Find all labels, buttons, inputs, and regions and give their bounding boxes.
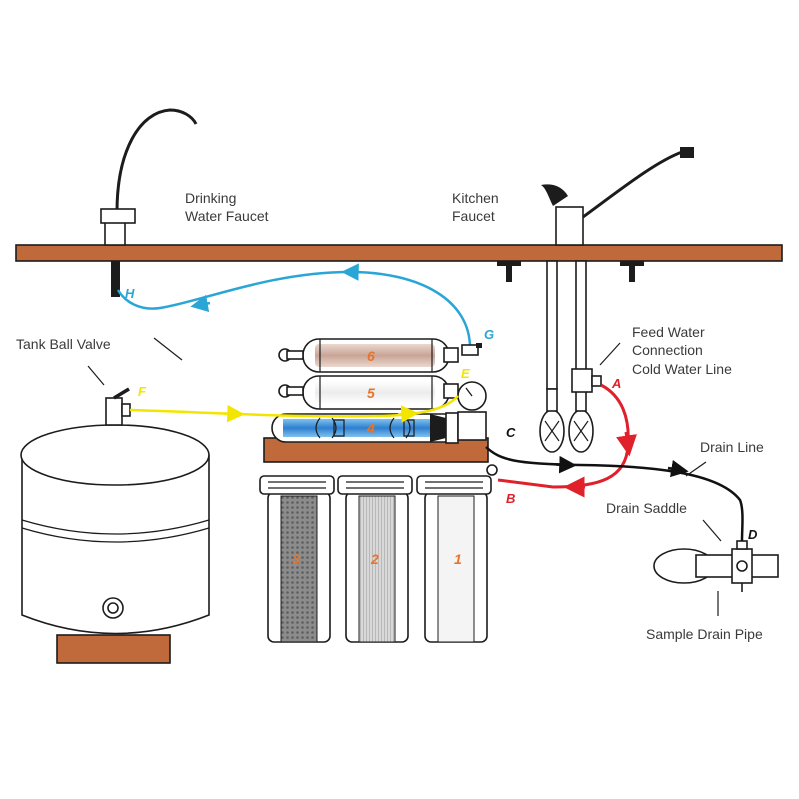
pointer-ball-valve bbox=[87, 365, 105, 386]
point-c: C bbox=[506, 425, 516, 440]
point-b: B bbox=[506, 491, 515, 506]
stage-5-number: 5 bbox=[367, 385, 375, 401]
label-kitchen-faucet-line2: Faucet bbox=[452, 208, 495, 224]
stage-6-number: 6 bbox=[367, 348, 375, 364]
drinking-water-faucet bbox=[100, 108, 198, 297]
label-feed-water-line2: Connection bbox=[632, 342, 703, 358]
drain-line-tube bbox=[485, 446, 744, 542]
label-feed-water-line3: Cold Water Line bbox=[632, 361, 732, 377]
stage-2-canister bbox=[337, 475, 413, 643]
point-a: A bbox=[611, 376, 621, 391]
pointer-drain-line bbox=[685, 461, 707, 477]
mounting-bolt-right bbox=[620, 261, 644, 282]
point-h: H bbox=[125, 286, 135, 301]
label-drain-line: Drain Line bbox=[700, 439, 764, 455]
point-d: D bbox=[748, 527, 758, 542]
label-drinking-faucet-line2: Water Faucet bbox=[185, 208, 269, 224]
kitchen-faucet bbox=[539, 147, 694, 453]
label-kitchen-faucet-line1: Kitchen bbox=[452, 190, 499, 206]
stage-1-number: 1 bbox=[454, 551, 462, 567]
tank-line-tube bbox=[129, 395, 459, 418]
label-drinking-faucet-line1: Drinking bbox=[185, 190, 236, 206]
point-g: G bbox=[484, 327, 494, 342]
faucet-line-tube bbox=[116, 270, 472, 349]
countertop bbox=[15, 244, 783, 262]
label-feed-water-line1: Feed Water bbox=[632, 324, 705, 340]
label-sample-drain-pipe: Sample Drain Pipe bbox=[646, 626, 763, 642]
stage-3-number: 3 bbox=[292, 551, 300, 567]
storage-tank bbox=[20, 387, 210, 664]
pointer-drain-saddle bbox=[702, 519, 722, 542]
stage-4-number: 4 bbox=[366, 420, 375, 436]
stage-3-canister bbox=[259, 475, 335, 643]
ro-filter-unit bbox=[259, 338, 498, 643]
stage-1-canister bbox=[416, 475, 492, 643]
drain-saddle-assembly bbox=[653, 540, 779, 592]
point-e: E bbox=[461, 366, 470, 381]
pointer-feed bbox=[599, 342, 621, 366]
label-tank-ball-valve: Tank Ball Valve bbox=[16, 336, 111, 352]
pointer-stray bbox=[153, 337, 183, 361]
label-drain-saddle: Drain Saddle bbox=[606, 500, 687, 516]
point-f: F bbox=[138, 384, 147, 399]
stage-2-number: 2 bbox=[370, 551, 379, 567]
mounting-bolt-left bbox=[497, 261, 521, 282]
